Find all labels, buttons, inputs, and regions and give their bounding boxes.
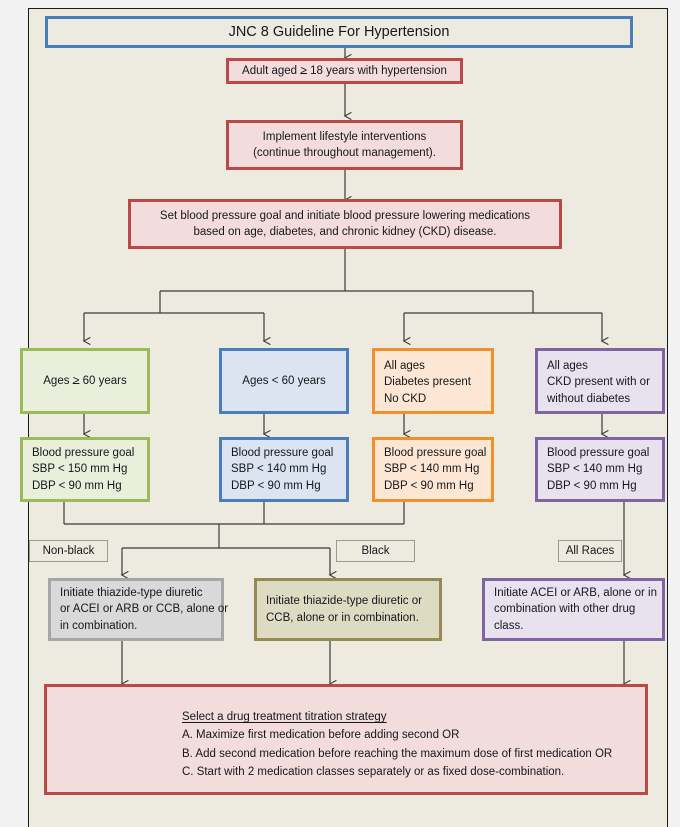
node-treatment-black: Initiate thiazide-type diuretic or CCB, …	[254, 578, 442, 641]
diabetes-line-3: No CKD	[384, 392, 427, 405]
node-titration-strategy: Select a drug treatment titration strate…	[44, 684, 648, 795]
tag-black-label: Black	[361, 544, 390, 557]
node-lifestyle-interventions: Implement lifestyle interventions (conti…	[226, 120, 463, 170]
node-bp-goal-under-60: Blood pressure goal SBP < 140 mm Hg DBP …	[219, 437, 349, 502]
bp-goal-ckd-line-3: DBP < 90 mm Hg	[547, 479, 637, 492]
ckd-line-3: without diabetes	[547, 392, 631, 405]
node-bp-goal-over-60: Blood pressure goal SBP < 150 mm Hg DBP …	[20, 437, 150, 502]
tag-black: Black	[336, 540, 415, 562]
bp-goal-under-60-line-3: DBP < 90 mm Hg	[231, 479, 321, 492]
diabetes-line-2: Diabetes present	[384, 376, 471, 389]
bp-goal-over-60-line-1: Blood pressure goal	[32, 447, 135, 459]
diabetes-line-1: All ages	[384, 360, 425, 372]
bp-goal-over-60-line-2: SBP < 150 mm Hg	[32, 463, 128, 476]
node-set-goal-and-initiate: Set blood pressure goal and initiate blo…	[128, 199, 562, 249]
ckd-line-1: All ages	[547, 360, 588, 372]
titration-option-c: C. Start with 2 medication classes separ…	[182, 765, 565, 778]
treat-black-line-2: CCB, alone or in combination.	[266, 611, 419, 624]
diagram-title-box: JNC 8 Guideline For Hypertension	[45, 16, 633, 48]
titration-heading: Select a drug treatment titration strate…	[182, 711, 387, 723]
treat-non-black-line-2: or ACEI or ARB or CCB, alone or	[60, 603, 229, 616]
bp-goal-ckd-line-2: SBP < 140 mm Hg	[547, 463, 643, 476]
bp-goal-under-60-line-2: SBP < 140 mm Hg	[231, 463, 327, 476]
bp-goal-under-60-line-1: Blood pressure goal	[231, 447, 334, 459]
treat-non-black-line-3: in combination.	[60, 619, 138, 632]
node-branch-ages-under-60: Ages < 60 years	[219, 348, 349, 414]
bp-goal-diabetes-line-3: DBP < 90 mm Hg	[384, 479, 474, 492]
bp-goal-over-60-line-3: DBP < 90 mm Hg	[32, 479, 122, 492]
lifestyle-line-1: Implement lifestyle interventions	[262, 130, 427, 143]
ckd-line-2: CKD present with or	[547, 376, 650, 389]
adult-population-text: Adult aged > 18 years with hypertension	[242, 64, 447, 77]
node-adult-population: Adult aged > 18 years with hypertension	[226, 58, 463, 84]
node-treatment-non-black: Initiate thiazide-type diuretic or ACEI …	[48, 578, 229, 641]
treat-ckd-line-2: combination with other drug	[494, 603, 636, 616]
titration-option-a: A. Maximize first medication before addi…	[182, 729, 460, 742]
page-title: JNC 8 Guideline For Hypertension	[228, 23, 450, 40]
titration-option-b: B. Add second medication before reaching…	[182, 747, 613, 760]
node-bp-goal-ckd: Blood pressure goal SBP < 140 mm Hg DBP …	[535, 437, 665, 502]
bp-goal-ckd-line-1: Blood pressure goal	[547, 447, 650, 459]
treat-black-line-1: Initiate thiazide-type diuretic or	[266, 595, 422, 608]
tag-all-races: All Races	[558, 540, 622, 562]
node-bp-goal-diabetes: Blood pressure goal SBP < 140 mm Hg DBP …	[372, 437, 494, 502]
treat-ckd-line-3: class.	[494, 619, 524, 632]
treat-ckd-line-1: Initiate ACEI or ARB, alone or in	[494, 587, 658, 599]
node-treatment-ckd: Initiate ACEI or ARB, alone or in combin…	[482, 578, 665, 641]
ages-under-60-text: Ages < 60 years	[242, 374, 326, 387]
treat-non-black-line-1: Initiate thiazide-type diuretic	[60, 587, 203, 599]
tag-all-races-label: All Races	[565, 544, 615, 557]
node-branch-diabetes: All ages Diabetes present No CKD	[372, 348, 494, 414]
ages-over-60-text: Ages > 60 years	[43, 374, 127, 387]
titration-content: Select a drug treatment titration strate…	[47, 687, 645, 782]
node-branch-ckd: All ages CKD present with or without dia…	[535, 348, 665, 414]
bp-goal-diabetes-line-1: Blood pressure goal	[384, 447, 487, 459]
tag-non-black-label: Non-black	[42, 544, 95, 557]
bp-goal-diabetes-line-2: SBP < 140 mm Hg	[384, 463, 480, 476]
set-goal-line-2: based on age, diabetes, and chronic kidn…	[193, 226, 497, 238]
tag-non-black: Non-black	[29, 540, 108, 562]
node-branch-ages-over-60: Ages > 60 years	[20, 348, 150, 414]
set-goal-line-1: Set blood pressure goal and initiate blo…	[159, 209, 531, 222]
lifestyle-line-2: (continue throughout management).	[253, 147, 436, 159]
